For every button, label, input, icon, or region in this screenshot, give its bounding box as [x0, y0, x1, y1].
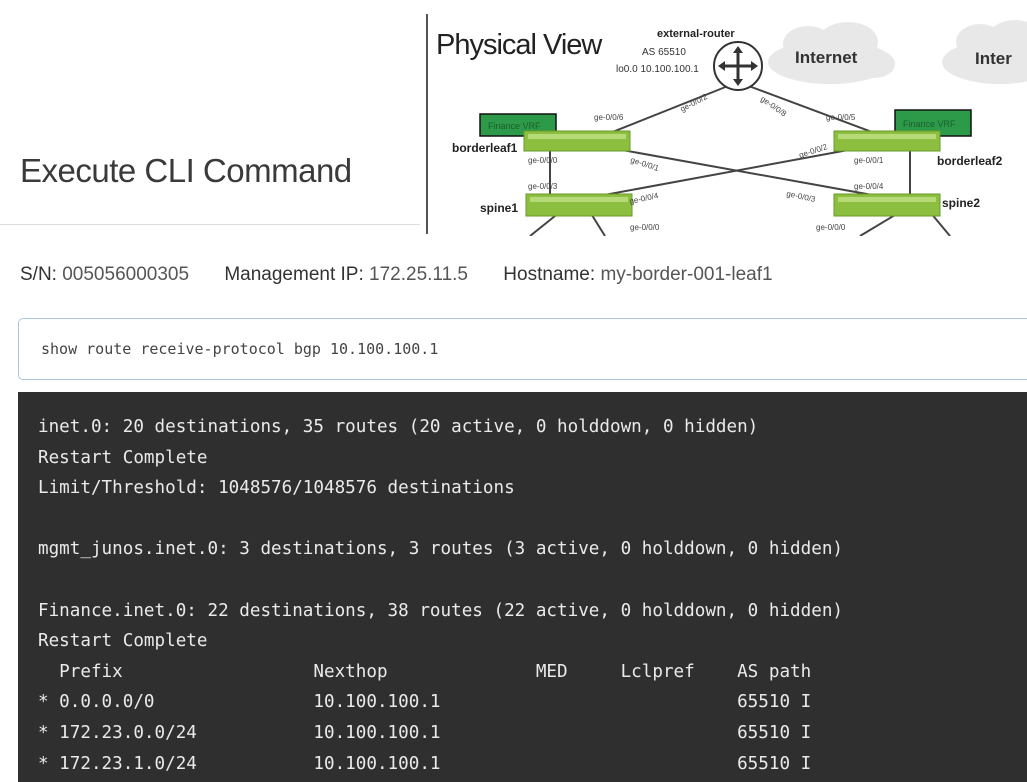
serial-number: S/N: 005056000305	[20, 264, 190, 285]
external-router-icon	[713, 41, 763, 91]
header-separator	[426, 14, 428, 234]
cli-output-line: Prefix Nexthop MED Lclpref AS path	[38, 661, 812, 682]
hostname: Hostname: my-border-001-leaf1	[503, 264, 773, 285]
cli-output-line: * 0.0.0.0/0 10.100.100.1 65510 I	[38, 692, 812, 713]
page-header: Execute CLI Command	[0, 0, 425, 230]
svg-text:ge-0/0/1: ge-0/0/1	[629, 155, 660, 173]
svg-text:ge-0/0/4: ge-0/0/4	[854, 182, 884, 191]
svg-text:ge-0/0/0: ge-0/0/0	[630, 223, 660, 232]
svg-text:ge-0/0/4: ge-0/0/4	[629, 191, 660, 206]
router-name: external-router	[657, 28, 735, 40]
cli-output-line: Finance.inet.0: 22 destinations, 38 rout…	[38, 600, 844, 621]
svg-text:ge-0/0/1: ge-0/0/1	[854, 156, 884, 165]
node-spine1: spine1	[480, 201, 518, 215]
svg-text:ge-0/0/0: ge-0/0/0	[816, 223, 846, 232]
cli-output-line: Limit/Threshold: 1048576/1048576 destina…	[38, 478, 515, 499]
internet-cloud-label: Internet	[795, 48, 858, 67]
cli-output-line: Restart Complete	[38, 447, 208, 468]
device-info-bar: S/N: 005056000305 Management IP: 172.25.…	[20, 264, 803, 286]
vrf-label-right-text: Finance VRF	[903, 119, 956, 129]
router-loopback: lo0.0 10.100.100.1	[616, 64, 699, 75]
node-borderleaf1: borderleaf1	[452, 141, 518, 155]
svg-text:ge-0/0/6: ge-0/0/6	[594, 113, 624, 122]
management-ip: Management IP: 172.25.11.5	[224, 264, 468, 285]
svg-text:ge-0/0/3: ge-0/0/3	[786, 189, 817, 204]
internet-cloud-2-label: Inter	[975, 49, 1012, 68]
svg-text:ge-0/0/8: ge-0/0/8	[759, 94, 789, 119]
page-title: Execute CLI Command	[20, 152, 352, 189]
router-as: AS 65510	[642, 47, 686, 58]
node-spine2: spine2	[942, 196, 980, 210]
svg-text:ge-0/0/2: ge-0/0/2	[679, 92, 710, 114]
svg-text:ge-0/0/0: ge-0/0/0	[528, 156, 558, 165]
internet-cloud	[768, 22, 895, 84]
cli-output-line: inet.0: 20 destinations, 35 routes (20 a…	[38, 417, 759, 437]
physical-view-diagram: Physical View Internet Inter	[430, 0, 1027, 236]
diagram-title: Physical View	[436, 29, 603, 61]
cli-output-line: * 172.23.0.0/24 10.100.100.1 65510 I	[38, 722, 812, 743]
cli-output-text: inet.0: 20 destinations, 35 routes (20 a…	[18, 392, 1027, 779]
cli-output-line: Restart Complete	[38, 631, 208, 652]
header-divider	[0, 224, 420, 225]
vrf-label-left-text: Finance VRF	[488, 121, 541, 131]
cli-output-line: * 172.23.1.0/24 10.100.100.1 65510 I	[38, 753, 812, 774]
cli-output-terminal[interactable]: inet.0: 20 destinations, 35 routes (20 a…	[18, 392, 1027, 782]
node-borderleaf2: borderleaf2	[937, 154, 1003, 168]
cli-output-line: mgmt_junos.inet.0: 3 destinations, 3 rou…	[38, 539, 844, 560]
internet-cloud-2	[942, 20, 1027, 84]
svg-text:ge-0/0/3: ge-0/0/3	[528, 182, 558, 191]
cli-command-input[interactable]	[18, 318, 1027, 380]
svg-text:ge-0/0/5: ge-0/0/5	[826, 113, 856, 122]
